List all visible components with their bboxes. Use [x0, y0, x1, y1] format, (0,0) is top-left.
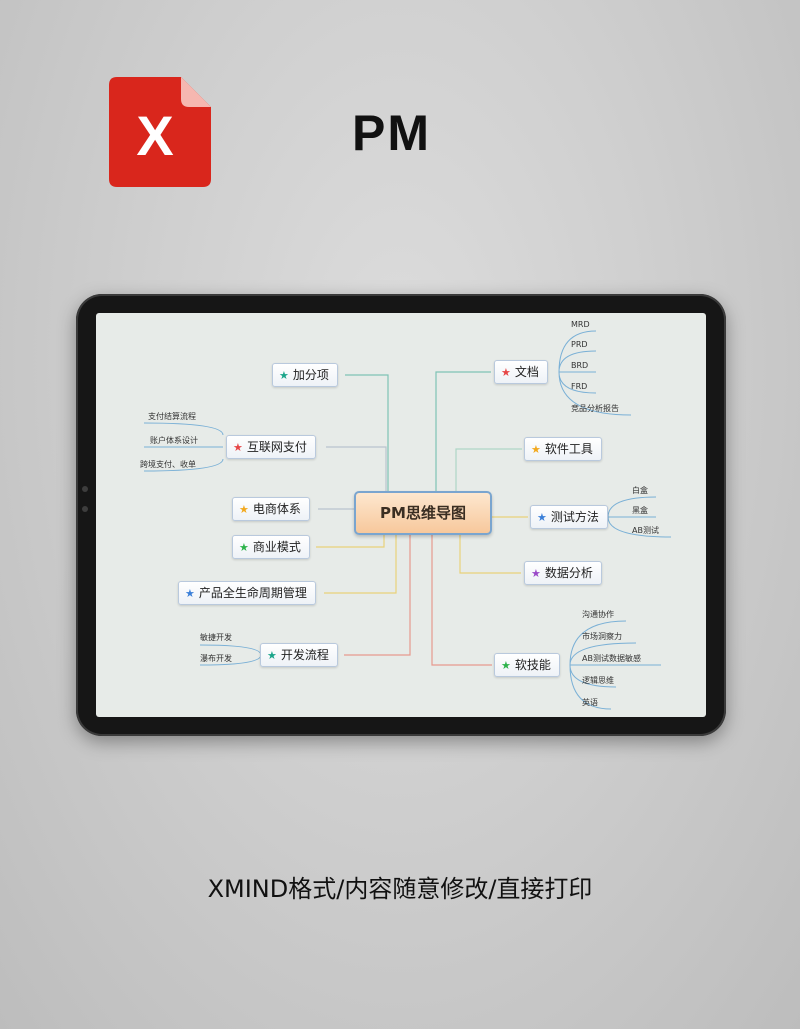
subtopic[interactable]: FRD	[571, 382, 588, 391]
subtopic[interactable]: PRD	[571, 340, 588, 349]
subtopic[interactable]: 黑盒	[632, 506, 648, 515]
page-title: PM	[352, 105, 431, 161]
subtopic[interactable]: AB测试	[632, 526, 659, 535]
topic-internet-payment[interactable]: ★互联网支付	[226, 435, 316, 459]
tablet-sensor	[82, 506, 88, 512]
topic-product-lifecycle[interactable]: ★产品全生命周期管理	[178, 581, 316, 605]
star-icon: ★	[239, 541, 249, 554]
tablet-camera	[82, 486, 88, 492]
star-icon: ★	[185, 587, 195, 600]
subtopic[interactable]: 逻辑思维	[582, 676, 614, 685]
subtopic[interactable]: 市场洞察力	[582, 632, 622, 641]
subtopic[interactable]: 瀑布开发	[200, 654, 232, 663]
topic-business-model[interactable]: ★商业模式	[232, 535, 310, 559]
topic-soft-skills[interactable]: ★软技能	[494, 653, 560, 677]
subtopic[interactable]: 账户体系设计	[150, 436, 198, 445]
subtopic[interactable]: MRD	[571, 320, 590, 329]
star-icon: ★	[279, 369, 289, 382]
topic-testing-methods[interactable]: ★测试方法	[530, 505, 608, 529]
star-icon: ★	[531, 567, 541, 580]
subtopic[interactable]: 支付结算流程	[148, 412, 196, 421]
center-topic[interactable]: PM思维导图	[354, 491, 492, 535]
subtopic[interactable]: 敏捷开发	[200, 633, 232, 642]
subtopic[interactable]: 英语	[582, 698, 598, 707]
xmind-file-icon: X	[109, 77, 211, 187]
star-icon: ★	[537, 511, 547, 524]
subtopic[interactable]: 白盒	[632, 486, 648, 495]
star-icon: ★	[267, 649, 277, 662]
topic-ecommerce[interactable]: ★电商体系	[232, 497, 310, 521]
footer-caption: XMIND格式/内容随意修改/直接打印	[207, 875, 593, 903]
topic-software-tools[interactable]: ★软件工具	[524, 437, 602, 461]
topic-data-analysis[interactable]: ★数据分析	[524, 561, 602, 585]
topic-bonus[interactable]: ★加分项	[272, 363, 338, 387]
star-icon: ★	[531, 443, 541, 456]
star-icon: ★	[501, 366, 511, 379]
star-icon: ★	[239, 503, 249, 516]
mindmap-canvas: PM思维导图 ★加分项 ★互联网支付 ★电商体系 ★商业模式 ★产品全生命周期管…	[96, 313, 706, 717]
subtopic[interactable]: AB测试数据敏感	[582, 654, 641, 663]
subtopic[interactable]: BRD	[571, 361, 589, 370]
subtopic[interactable]: 竞品分析报告	[571, 404, 619, 413]
logo-letter: X	[136, 104, 173, 167]
subtopic[interactable]: 沟通协作	[582, 610, 614, 619]
star-icon: ★	[233, 441, 243, 454]
topic-documents[interactable]: ★文档	[494, 360, 548, 384]
topic-dev-process[interactable]: ★开发流程	[260, 643, 338, 667]
tablet-frame: PM思维导图 ★加分项 ★互联网支付 ★电商体系 ★商业模式 ★产品全生命周期管…	[76, 294, 726, 736]
star-icon: ★	[501, 659, 511, 672]
subtopic[interactable]: 跨境支付、收单	[140, 460, 196, 469]
